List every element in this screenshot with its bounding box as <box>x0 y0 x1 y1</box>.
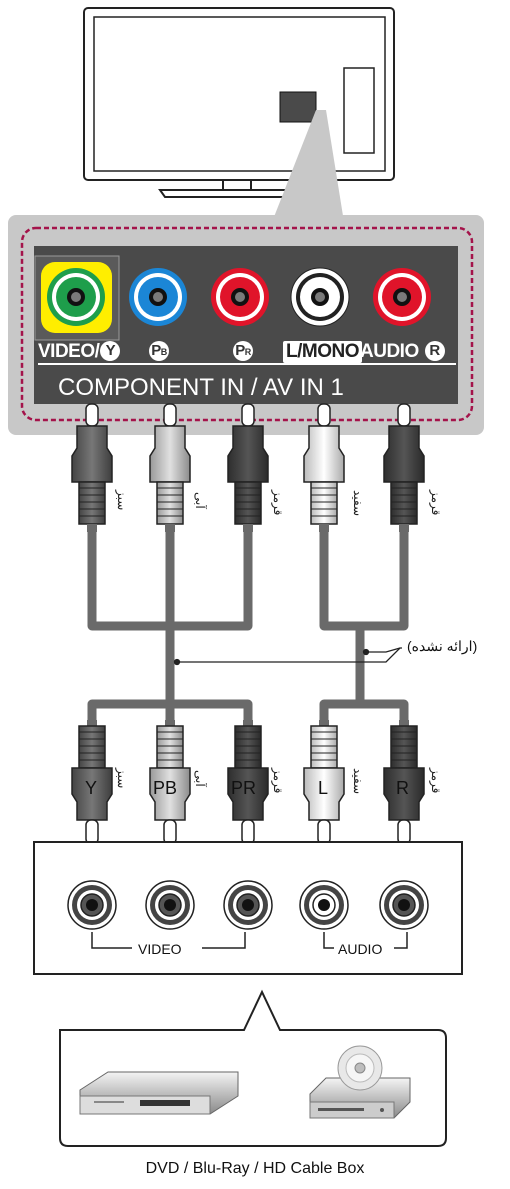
device-label-pr: PR <box>231 778 257 798</box>
video-group-label: VIDEO <box>136 941 184 957</box>
cable-tag-5: قرمز <box>429 490 443 516</box>
cable-tag-8: قرمز <box>271 768 285 794</box>
cable-tag-1: سبز <box>115 490 129 511</box>
device-illustration <box>59 989 447 1147</box>
upper-plug-5[interactable] <box>383 403 425 532</box>
label-pb: PB <box>148 341 169 363</box>
device-jack-1[interactable] <box>67 880 117 930</box>
device-label-l: L <box>318 778 329 798</box>
device-jack-3[interactable] <box>223 880 273 930</box>
tv-jack-audio-l[interactable] <box>290 267 350 327</box>
cable-bundle <box>87 530 409 722</box>
label-audio-r: AUDIO R <box>360 341 445 363</box>
zoom-callout <box>272 110 344 222</box>
cable-tag-3: قرمز <box>271 490 285 516</box>
upper-plug-3[interactable] <box>227 403 269 532</box>
cable-tag-9: سفید <box>351 768 365 795</box>
device-caption: DVD / Blu-Ray / HD Cable Box <box>145 1160 365 1177</box>
cable-tag-10: قرمز <box>429 768 443 794</box>
tv-jack-pb[interactable] <box>129 268 187 326</box>
lower-plug-4[interactable] <box>303 720 345 845</box>
label-video-y: VIDEO/Y <box>38 341 121 363</box>
tv-jack-video-y[interactable] <box>41 262 112 333</box>
tv-jack-pr[interactable] <box>211 268 269 326</box>
device-jack-2[interactable] <box>145 880 195 930</box>
tv-jack-audio-r[interactable] <box>373 268 431 326</box>
not-provided-note: (ارائه نشده) <box>407 638 478 654</box>
lower-plug-2[interactable] <box>149 720 191 845</box>
device-jack-5[interactable] <box>379 880 429 930</box>
device-label-pb: PB <box>153 778 178 798</box>
upper-plug-4[interactable] <box>303 403 345 532</box>
tv-illustration <box>83 7 395 198</box>
cable-tag-4: سفید <box>351 490 365 517</box>
device-label-r: R <box>396 778 409 798</box>
cable-tag-6: سبز <box>115 768 129 789</box>
cable-tag-7: آبی <box>193 770 207 787</box>
device-label-y: Y <box>85 778 98 798</box>
note-leader <box>173 647 402 666</box>
label-pr: PR <box>232 341 253 363</box>
upper-plug-1[interactable] <box>71 403 113 532</box>
component-in-title: COMPONENT IN / AV IN 1 <box>58 374 344 401</box>
cable-tag-2: آبی <box>193 492 207 509</box>
lower-plug-3[interactable] <box>227 720 269 845</box>
upper-plug-2[interactable] <box>149 403 191 532</box>
group-brackets <box>91 932 408 949</box>
audio-group-label: AUDIO <box>336 941 385 957</box>
device-jack-4[interactable] <box>299 880 349 930</box>
label-lmono: L/MONO <box>283 341 362 363</box>
